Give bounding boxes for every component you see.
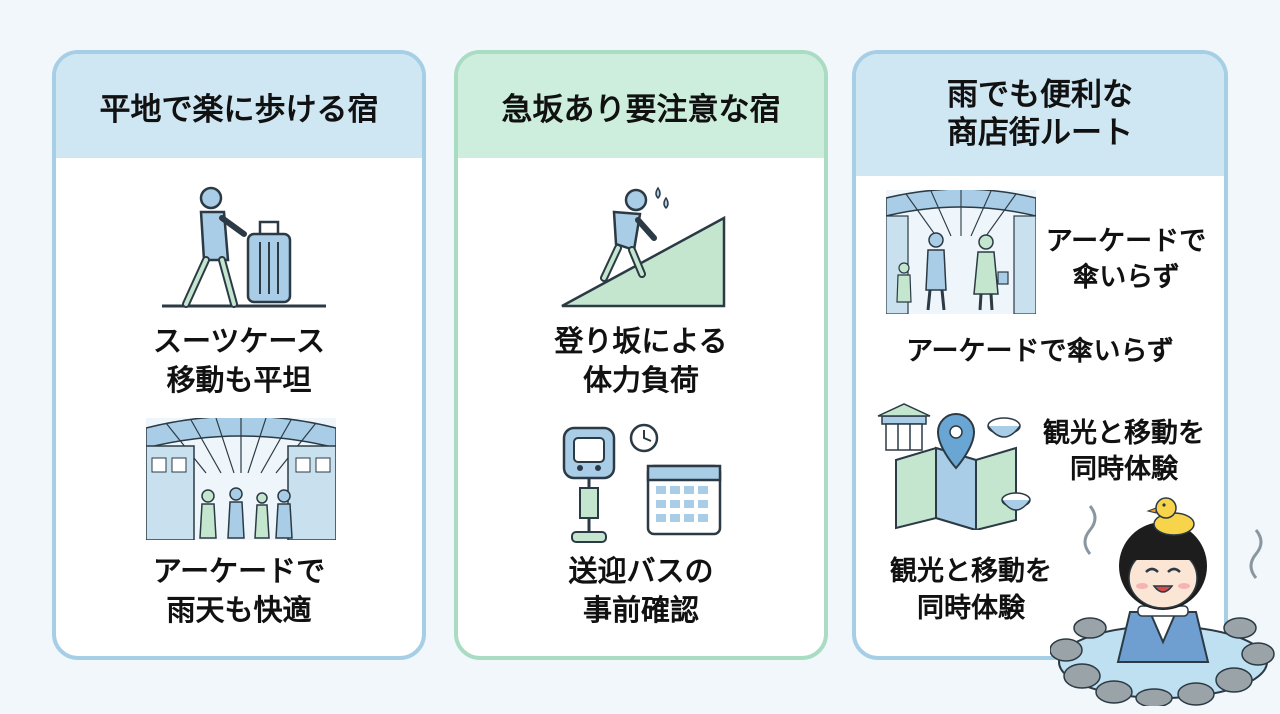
caption-arcade: アーケードで 雨天も快適: [152, 554, 326, 628]
map-pin-icon: [877, 403, 1031, 530]
card-title-line2: 商店街ルート: [947, 115, 1133, 151]
arcade-street-icon: [146, 418, 336, 540]
onsen-mascot-illustration: [1050, 497, 1275, 706]
uphill-climber-icon: [561, 186, 726, 308]
card-title: 平地で楽に歩ける宿: [99, 91, 379, 128]
card-steep-slope: 急坂あり要注意な宿 登り坂による 体力負荷 送迎バスの 事: [454, 50, 828, 660]
caption-sightseeing: 観光と移動を 同時体験: [890, 556, 1052, 624]
arcade-shoppers-icon: [886, 190, 1036, 314]
bus-stop-calendar-icon: [562, 423, 722, 543]
caption-suitcase: スーツケース 移動も平坦: [153, 324, 325, 398]
card-header: 急坂あり要注意な宿: [458, 54, 824, 158]
suitcase-walker-icon: [162, 186, 326, 308]
sightseeing-label: 観光と移動を 同時体験: [1043, 418, 1205, 485]
caption-uphill: 登り坂による 体力負荷: [554, 324, 728, 398]
card-title-line1: 雨でも便利な: [947, 77, 1133, 114]
caption-arcade-umbrella: アーケードで傘いらず: [906, 336, 1174, 367]
card-header: 雨でも便利な 商店街ルート: [856, 54, 1224, 176]
card-header: 平地で楽に歩ける宿: [56, 54, 422, 158]
arcade-label: アーケードで 傘いらず: [1045, 226, 1207, 293]
card-title: 急坂あり要注意な宿: [501, 91, 781, 128]
card-flat-walk: 平地で楽に歩ける宿 スーツケース 移動も平坦: [52, 50, 426, 660]
caption-bus: 送迎バスの 事前確認: [568, 554, 714, 628]
